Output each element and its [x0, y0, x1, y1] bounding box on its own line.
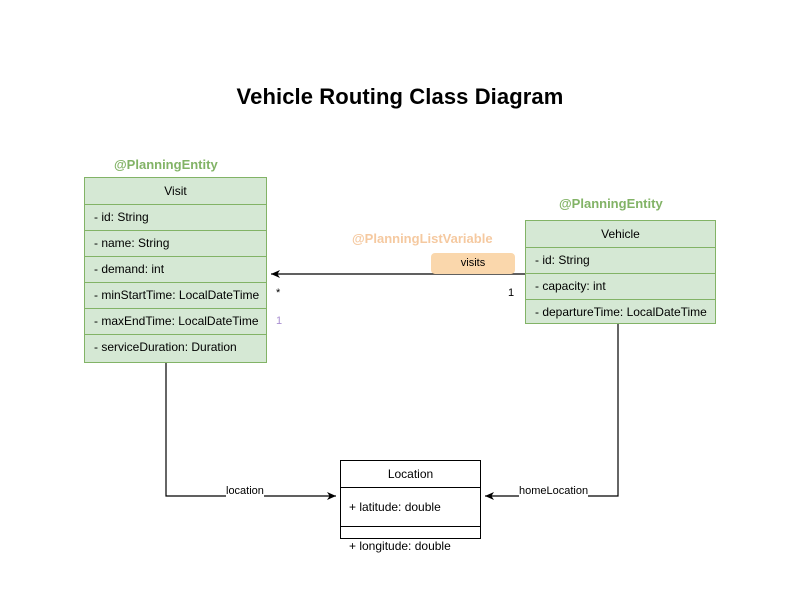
- edge-role-homelocation: homeLocation: [519, 485, 589, 498]
- multiplicity-vehicle-side: 1: [508, 287, 515, 299]
- multiplicity-visit-location: 1: [276, 315, 283, 327]
- class-attribute: - maxEndTime: LocalDateTime: [85, 309, 266, 335]
- class-attribute: - minStartTime: LocalDateTime: [85, 283, 266, 309]
- annotation-vehicle-planning-entity: @PlanningEntity: [559, 196, 663, 211]
- class-attribute: + longitude: double: [349, 539, 451, 553]
- class-attribute: - name: String: [85, 231, 266, 257]
- edge-visit-location: [165, 362, 336, 500]
- edge-role-location: location: [226, 485, 264, 498]
- class-attribute: - departureTime: LocalDateTime: [535, 305, 707, 319]
- multiplicity-visit-side: *: [276, 287, 281, 299]
- annotation-planning-list-variable: @PlanningListVariable: [352, 231, 493, 246]
- edge-vehicle-homelocation: [485, 323, 619, 500]
- page-title: Vehicle Routing Class Diagram: [236, 84, 564, 109]
- class-attribute: - capacity: int: [526, 274, 715, 300]
- edge-role-visits: visits: [431, 253, 515, 274]
- class-name-vehicle: Vehicle: [526, 221, 715, 248]
- class-box-location[interactable]: Location + latitude: double + longitude:…: [340, 460, 481, 553]
- class-attribute: - id: String: [85, 205, 266, 231]
- class-name-visit: Visit: [85, 178, 266, 205]
- class-name-location: Location: [341, 461, 480, 488]
- class-attribute: - demand: int: [85, 257, 266, 283]
- class-box-visit[interactable]: Visit - id: String - name: String - dema…: [84, 177, 267, 363]
- class-box-vehicle[interactable]: Vehicle - id: String - capacity: int - d…: [525, 220, 716, 324]
- annotation-visit-planning-entity: @PlanningEntity: [114, 157, 218, 172]
- class-attribute: - id: String: [526, 248, 715, 274]
- class-attribute: + latitude: double: [341, 488, 480, 527]
- class-attribute: - serviceDuration: Duration: [94, 340, 237, 354]
